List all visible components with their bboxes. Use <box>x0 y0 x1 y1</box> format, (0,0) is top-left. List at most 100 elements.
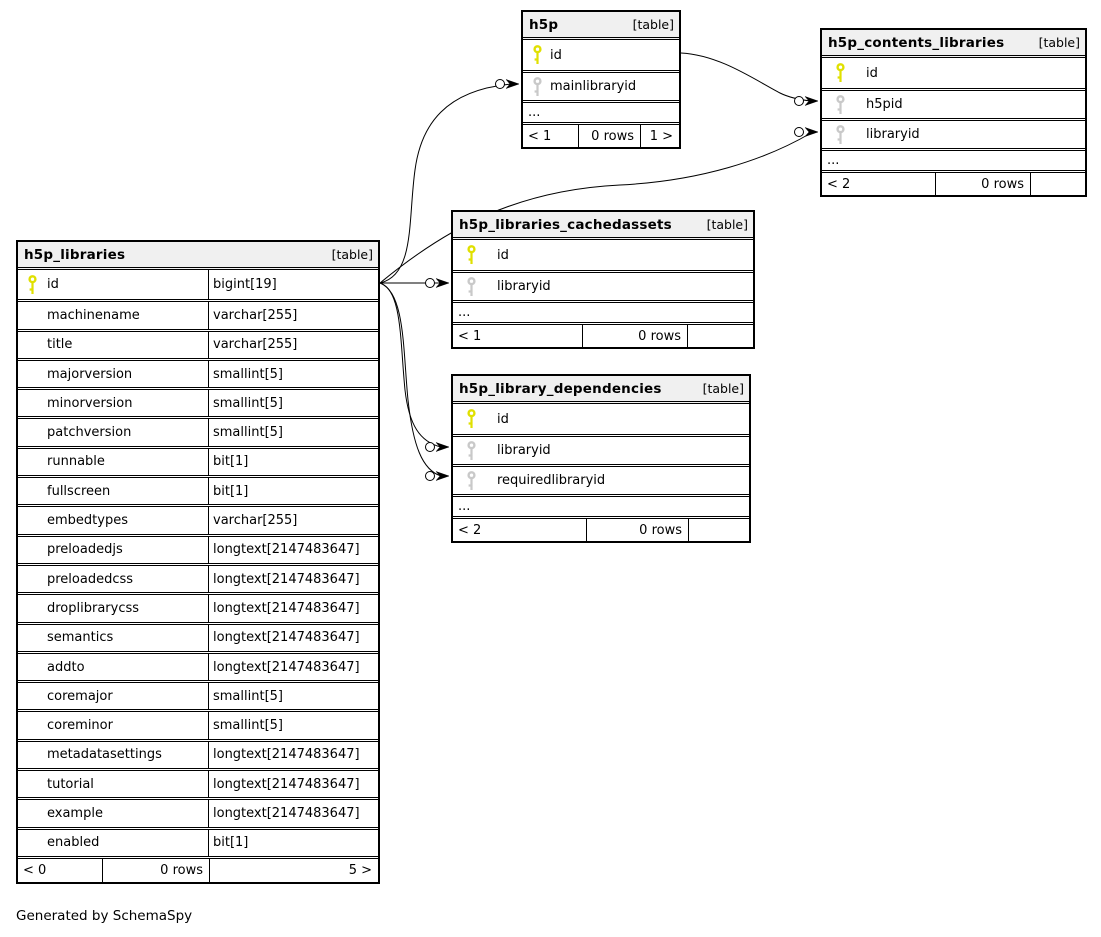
column-row-h5p_libraries_cachedassets-id: id <box>453 240 753 270</box>
foreign-key-icon <box>533 76 542 96</box>
column-type-cell: varchar[255] <box>209 507 378 533</box>
column-row-h5p_libraries-id: id bigint[19] <box>18 270 378 300</box>
column-name: id <box>497 411 509 427</box>
column-name: preloadedjs <box>47 542 123 558</box>
column-row-h5p_libraries-preloadedcss: preloadedcss longtext[2147483647] <box>18 562 378 593</box>
table-header-h5p_contents_libraries[interactable]: h5p_contents_libraries [table] <box>822 30 1085 58</box>
table-name[interactable]: h5p_contents_libraries <box>828 34 1005 51</box>
column-row-h5p_libraries-coremajor: coremajor smallint[5] <box>18 680 378 710</box>
table-name[interactable]: h5p_libraries_cachedassets <box>459 216 672 233</box>
column-type-cell: smallint[5] <box>209 419 378 445</box>
column-type: smallint[5] <box>213 688 283 704</box>
table-badge: [table] <box>706 217 748 232</box>
collapsed-columns-ellipsis: ... <box>453 300 753 322</box>
foreign-key-icon <box>836 94 845 114</box>
table-footer-h5p_contents_libraries: < 2 0 rows <box>822 170 1085 195</box>
column-row-h5p_libraries-fullscreen: fullscreen bit[1] <box>18 475 378 505</box>
fk-edge-h5p_libraries-id-to-h5p_libraries_cachedassets-libraryid <box>380 277 450 289</box>
footer-children-count: < 1 <box>528 128 552 144</box>
column-name-cell: minorversion <box>18 390 209 417</box>
table-header-h5p_library_dependencies[interactable]: h5p_library_dependencies [table] <box>453 376 749 404</box>
column-type-cell: longtext[2147483647] <box>209 742 378 768</box>
footer-parents-count <box>687 325 753 347</box>
column-name-cell: example <box>18 800 209 827</box>
column-name-cell: id <box>18 270 209 300</box>
footer-parents-count <box>1030 173 1085 195</box>
column-name: libraryid <box>866 127 920 142</box>
column-type: longtext[2147483647] <box>213 542 360 558</box>
column-name: id <box>497 247 509 263</box>
foreign-key-icon <box>467 470 476 490</box>
column-row-h5p_libraries-addto: addto longtext[2147483647] <box>18 650 378 681</box>
table-header-h5p_libraries_cachedassets[interactable]: h5p_libraries_cachedassets [table] <box>453 212 753 240</box>
footer-children-count: < 2 <box>827 176 851 192</box>
column-type-cell: varchar[255] <box>209 302 378 328</box>
column-type-cell: bit[1] <box>209 478 378 504</box>
collapsed-columns-ellipsis: ... <box>453 494 749 516</box>
footer-children-count: < 2 <box>458 522 482 538</box>
table-node-h5p_contents_libraries[interactable]: h5p_contents_libraries [table] id h5pid … <box>820 28 1087 197</box>
footer-row-count: 0 rows <box>586 519 688 541</box>
column-name-cell: droplibrarycss <box>18 595 209 622</box>
column-name: droplibrarycss <box>47 600 140 616</box>
table-footer-h5p_library_dependencies: < 2 0 rows <box>453 516 749 541</box>
column-name: semantics <box>47 630 114 646</box>
column-name-cell: addto <box>18 653 209 681</box>
column-type: bit[1] <box>213 835 249 851</box>
primary-key-icon <box>533 45 542 64</box>
table-footer-h5p_libraries_cachedassets: < 1 0 rows <box>453 322 753 347</box>
table-header-h5p_libraries[interactable]: h5p_libraries [table] <box>18 242 378 270</box>
column-name-cell: preloadedcss <box>18 565 209 593</box>
column-type-cell: longtext[2147483647] <box>209 537 378 563</box>
column-name: runnable <box>47 454 105 470</box>
table-badge: [table] <box>331 247 373 262</box>
column-type-cell: longtext[2147483647] <box>209 625 378 651</box>
table-node-h5p_libraries_cachedassets[interactable]: h5p_libraries_cachedassets [table] id li… <box>451 210 755 349</box>
fk-edge-h5p_libraries-id-to-h5p_contents_libraries-libraryid <box>379 126 819 284</box>
column-row-h5p_libraries-enabled: enabled bit[1] <box>18 826 378 856</box>
column-type-cell: longtext[2147483647] <box>209 654 378 680</box>
column-name: addto <box>47 659 85 675</box>
collapsed-columns-ellipsis: ... <box>523 100 679 122</box>
column-name-cell: fullscreen <box>18 478 209 505</box>
column-name-cell: tutorial <box>18 771 209 798</box>
fk-edge-h5p-id-to-h5p_contents_libraries-h5pid <box>680 52 819 107</box>
table-node-h5p_libraries[interactable]: h5p_libraries [table] id bigint[19] mach… <box>16 240 380 884</box>
table-badge: [table] <box>1038 35 1080 50</box>
column-type: longtext[2147483647] <box>213 600 360 616</box>
column-type: smallint[5] <box>213 395 283 411</box>
table-node-h5p_library_dependencies[interactable]: h5p_library_dependencies [table] id libr… <box>451 374 751 543</box>
column-type-cell: smallint[5] <box>209 683 378 709</box>
column-name-cell: patchversion <box>18 419 209 446</box>
column-row-h5p_libraries-metadatasettings: metadatasettings longtext[2147483647] <box>18 738 378 769</box>
column-type: varchar[255] <box>213 307 298 323</box>
column-type-cell: smallint[5] <box>209 712 378 738</box>
column-row-h5p_libraries_cachedassets-libraryid: libraryid <box>453 270 753 300</box>
column-type: bit[1] <box>213 454 249 470</box>
table-name[interactable]: h5p_library_dependencies <box>459 380 662 397</box>
column-name: majorversion <box>47 366 133 382</box>
column-name-cell: machinename <box>18 302 209 329</box>
column-type-cell: bit[1] <box>209 830 378 856</box>
column-name: id <box>47 277 59 293</box>
column-row-h5p_libraries-coreminor: coreminor smallint[5] <box>18 709 378 739</box>
table-footer-h5p: < 1 0 rows 1 > <box>523 122 679 147</box>
foreign-key-icon <box>467 440 476 460</box>
table-name[interactable]: h5p <box>529 16 559 33</box>
table-header-h5p[interactable]: h5p [table] <box>523 12 679 40</box>
table-node-h5p[interactable]: h5p [table] id mainlibraryid ... < 1 0 r… <box>521 10 681 149</box>
footer-parents-count <box>688 519 749 541</box>
column-name-cell: embedtypes <box>18 507 209 534</box>
primary-key-icon <box>836 63 845 82</box>
generated-by-note: Generated by SchemaSpy <box>16 908 193 924</box>
column-row-h5p_libraries-tutorial: tutorial longtext[2147483647] <box>18 768 378 798</box>
column-name: h5pid <box>866 97 903 112</box>
column-name: embedtypes <box>47 513 128 529</box>
column-type: smallint[5] <box>213 366 283 382</box>
column-type: smallint[5] <box>213 718 283 734</box>
column-type-cell: smallint[5] <box>209 361 378 387</box>
footer-parents-count: 1 > <box>640 125 679 147</box>
table-name[interactable]: h5p_libraries <box>24 246 126 263</box>
column-type-cell: varchar[255] <box>209 332 378 358</box>
